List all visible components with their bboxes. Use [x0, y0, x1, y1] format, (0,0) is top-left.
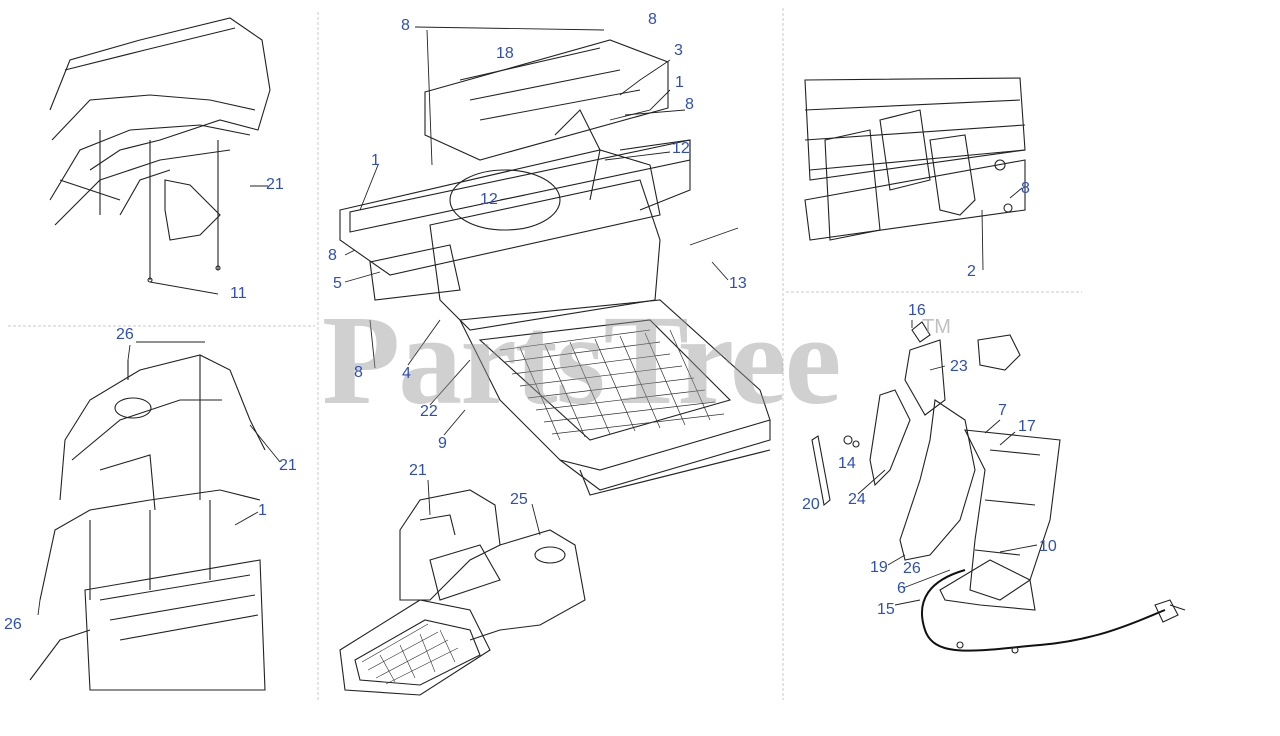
harness-cable [920, 569, 1166, 652]
callout-26: 26 [4, 616, 22, 633]
callout-7: 7 [998, 402, 1007, 419]
callout-12: 12 [672, 140, 690, 157]
callout-21: 21 [279, 457, 297, 474]
callout-6: 6 [897, 580, 906, 597]
fender-assembly-view [49, 17, 271, 283]
callout-15: 15 [877, 601, 895, 618]
assembled-chassis-view [339, 489, 586, 696]
callout-8: 8 [328, 247, 337, 264]
callout-1: 1 [258, 502, 267, 519]
callout-4: 4 [402, 365, 411, 382]
callout-21: 21 [266, 176, 284, 193]
callout-8: 8 [648, 11, 657, 28]
steering-support-view [811, 321, 1061, 611]
callout-16: 16 [908, 302, 926, 319]
callout-10: 10 [1039, 538, 1057, 555]
callout-25: 25 [510, 491, 528, 508]
callout-8: 8 [685, 96, 694, 113]
callout-26: 26 [903, 560, 921, 577]
callout-22: 22 [420, 403, 438, 420]
partstree-watermark: PartsTree [322, 289, 841, 431]
callout-18: 18 [496, 45, 514, 62]
main-frame-view [339, 39, 771, 496]
assembled-footplate-grid [361, 623, 459, 685]
callout-17: 17 [1018, 418, 1036, 435]
trademark-mark: TM [922, 316, 951, 338]
callout-5: 5 [333, 275, 342, 292]
callout-20: 20 [802, 496, 820, 513]
callout-24: 24 [848, 491, 866, 508]
callout-21: 21 [409, 462, 427, 479]
callout-3: 3 [674, 42, 683, 59]
callout-12: 12 [480, 191, 498, 208]
callout-2: 2 [967, 263, 976, 280]
callout-8: 8 [1021, 180, 1030, 197]
callout-23: 23 [950, 358, 968, 375]
callout-19: 19 [870, 559, 888, 576]
callout-11: 11 [230, 285, 247, 302]
callout-9: 9 [438, 435, 447, 452]
callout-1: 1 [675, 74, 684, 91]
callout-14: 14 [838, 455, 856, 472]
callout-8: 8 [354, 364, 363, 381]
frame-detail-view [804, 77, 1026, 241]
harness-connectors [956, 599, 1186, 654]
rear-fender-view [29, 354, 266, 691]
footplate-grid [499, 329, 725, 441]
callout-leaders [37, 26, 1038, 616]
callout-13: 13 [729, 275, 747, 292]
callout-8: 8 [401, 17, 410, 34]
callout-26: 26 [116, 326, 134, 343]
callout-1: 1 [371, 152, 380, 169]
panel-dividers [8, 8, 1082, 700]
